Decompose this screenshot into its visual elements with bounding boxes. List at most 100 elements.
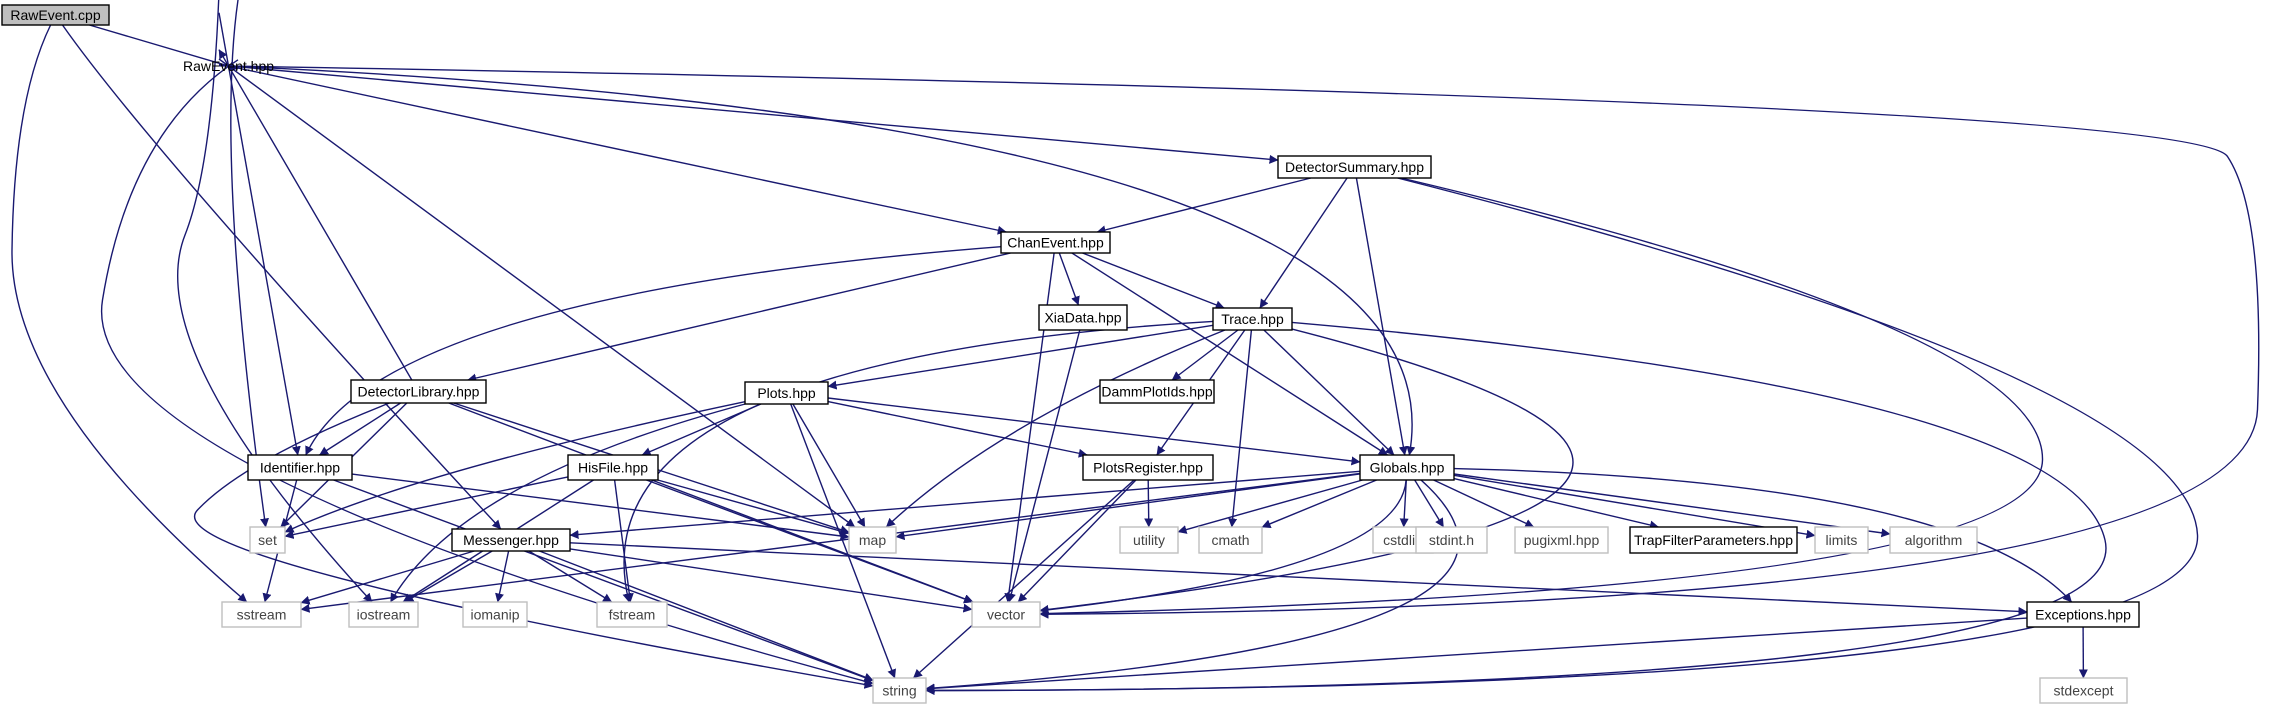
node-label: utility (1133, 532, 1165, 548)
node-box (1277, 155, 1432, 179)
node-iomanip: iomanip (462, 601, 528, 628)
node-label: cstdlib (1383, 532, 1423, 548)
node-box (1119, 526, 1179, 554)
node-fstream: fstream (596, 601, 668, 628)
edge-messenger-hpp-to-vector (569, 548, 973, 613)
node-box (350, 379, 487, 404)
node-layer: RawEvent.cppRawEvent.hppDetectorSummary.… (1, 4, 2140, 704)
edge-detectorsummary-hpp-to-string (925, 177, 2199, 695)
edge-trace-hpp-to-string (925, 321, 2107, 695)
node-label: XiaData.hpp (1044, 310, 1121, 326)
node-globals-hpp[interactable]: Globals.hpp (1359, 454, 1455, 481)
node-detectorlibrary-hpp[interactable]: DetectorLibrary.hpp (350, 379, 487, 404)
node-box (1038, 304, 1128, 331)
node-string: string (872, 677, 927, 704)
edge-messenger-hpp-to-string (539, 550, 874, 682)
node-iostream: iostream (348, 601, 419, 628)
node-utility: utility (1119, 526, 1179, 554)
node-dammplotids-hpp[interactable]: DammPlotIds.hpp (1099, 379, 1215, 404)
node-box (848, 526, 897, 554)
node-label: set (258, 532, 277, 548)
edge-plots-hpp-to-globals-hpp (827, 397, 1361, 466)
edge-plotsregister-hpp-to-vector (1017, 479, 1137, 603)
edge-xiadata-hpp-to-vector (1006, 329, 1081, 603)
edge-messenger-hpp-to-iostream (404, 550, 493, 603)
edge-detectorsummary-hpp-to-globals-hpp (1355, 177, 1408, 456)
edge-rawevent-cpp-to-rawevent-hpp (89, 24, 239, 71)
node-map: map (848, 526, 897, 554)
node-label: DammPlotIds.hpp (1101, 384, 1212, 400)
node-plots-hpp[interactable]: Plots.hpp (744, 381, 829, 405)
node-box (1212, 307, 1293, 331)
node-identifier-hpp[interactable]: Identifier.hpp (247, 454, 353, 481)
node-plotsregister-hpp[interactable]: PlotsRegister.hpp (1082, 454, 1214, 481)
node-label: iostream (357, 607, 411, 623)
node-rawevent-cpp[interactable]: RawEvent.cpp (1, 4, 110, 26)
node-messenger-hpp[interactable]: Messenger.hpp (451, 528, 571, 552)
node-box (596, 601, 668, 628)
edge-chanevent-hpp-to-xiadata-hpp (1058, 252, 1080, 306)
node-box (1359, 454, 1455, 481)
node-label: RawEvent.hpp (183, 58, 274, 74)
node-hisfile-hpp[interactable]: HisFile.hpp (567, 454, 659, 481)
edge-globals-hpp-to-limits (1453, 474, 1816, 539)
node-box (249, 526, 286, 554)
edge-rawevent-cpp-to-messenger-hpp (61, 24, 502, 530)
node-label: vector (987, 607, 1025, 623)
node-box (247, 454, 353, 481)
node-rawevent-hpp[interactable]: RawEvent.hpp (183, 58, 274, 74)
edge-rawevent-hpp-to-set (230, 0, 269, 528)
edge-hisfile-hpp-to-set (284, 476, 569, 539)
edge-messenger-hpp-to-exceptions-hpp (569, 542, 2028, 616)
edge-rawevent-cpp-to-sstream (11, 24, 248, 603)
edge-trace-hpp-to-cmath (1228, 329, 1253, 528)
edge-rawevent-hpp-to-identifier-hpp (218, 12, 301, 456)
node-box (1629, 526, 1798, 554)
edge-globals-hpp-to-string (925, 479, 1460, 693)
node-trace-hpp[interactable]: Trace.hpp (1212, 307, 1293, 331)
edge-globals-hpp-to-map (895, 473, 1361, 541)
node-label: DetectorLibrary.hpp (358, 384, 480, 400)
node-label: Identifier.hpp (260, 460, 340, 476)
node-label: pugixml.hpp (1524, 532, 1600, 548)
node-box (1198, 526, 1263, 554)
node-box (462, 601, 528, 628)
edge-plots-hpp-to-string (790, 403, 896, 679)
edge-trace-hpp-to-dammplotids-hpp (1171, 329, 1239, 381)
edge-chanevent-hpp-to-detectorlibrary-hpp (467, 252, 1011, 383)
node-detectorsummary-hpp[interactable]: DetectorSummary.hpp (1277, 155, 1432, 179)
edge-globals-hpp-to-cstdlib (1399, 479, 1409, 528)
edge-rawevent-hpp-to-globals-hpp (218, 64, 1416, 456)
node-box (1, 4, 110, 26)
node-box (2026, 601, 2140, 628)
edge-trace-hpp-to-plots-hpp (827, 324, 1214, 390)
node-label: ChanEvent.hpp (1007, 235, 1104, 251)
edge-globals-hpp-to-messenger-hpp (569, 470, 1361, 539)
node-xiadata-hpp[interactable]: XiaData.hpp (1038, 304, 1128, 331)
edge-globals-hpp-to-sstream (300, 472, 1361, 613)
node-algorithm: algorithm (1889, 526, 1978, 554)
node-label: Exceptions.hpp (2035, 607, 2131, 623)
edge-layer (11, 0, 2260, 695)
edge-rawevent-hpp-to-vector (218, 65, 2260, 619)
node-trapfilterparameters-hpp[interactable]: TrapFilterParameters.hpp (1629, 526, 1798, 554)
node-label: DetectorSummary.hpp (1285, 159, 1424, 175)
node-pugixml-hpp: pugixml.hpp (1514, 526, 1609, 554)
edge-globals-hpp-to-utility (1177, 479, 1363, 534)
node-label: string (882, 683, 916, 699)
edge-chanevent-hpp-to-identifier-hpp (305, 246, 1002, 456)
edge-globals-hpp-to-exceptions-hpp (1453, 467, 2073, 603)
node-exceptions-hpp[interactable]: Exceptions.hpp (2026, 601, 2140, 628)
node-box (221, 601, 302, 628)
node-label: RawEvent.cpp (10, 7, 100, 23)
edge-detectorlibrary-hpp-to-rawevent-hpp (218, 49, 413, 381)
edge-plots-hpp-to-map (792, 403, 866, 528)
node-box (1889, 526, 1978, 554)
node-chanevent-hpp[interactable]: ChanEvent.hpp (1000, 231, 1111, 254)
node-label: HisFile.hpp (578, 460, 648, 476)
node-label: TrapFilterParameters.hpp (1634, 532, 1793, 548)
edge-plots-hpp-to-plotsregister-hpp (827, 400, 1088, 458)
edge-exceptions-hpp-to-string (925, 617, 2028, 693)
node-box (744, 381, 829, 405)
node-label: Globals.hpp (1370, 460, 1445, 476)
